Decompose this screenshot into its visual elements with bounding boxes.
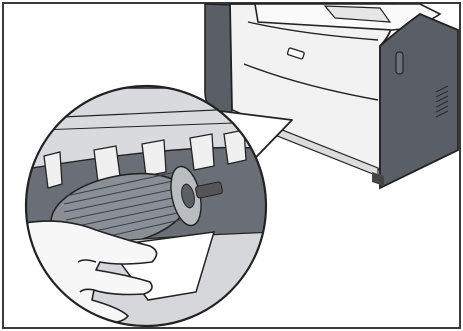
illustration-frame	[0, 0, 463, 331]
jam-removal-illustration	[0, 0, 463, 331]
